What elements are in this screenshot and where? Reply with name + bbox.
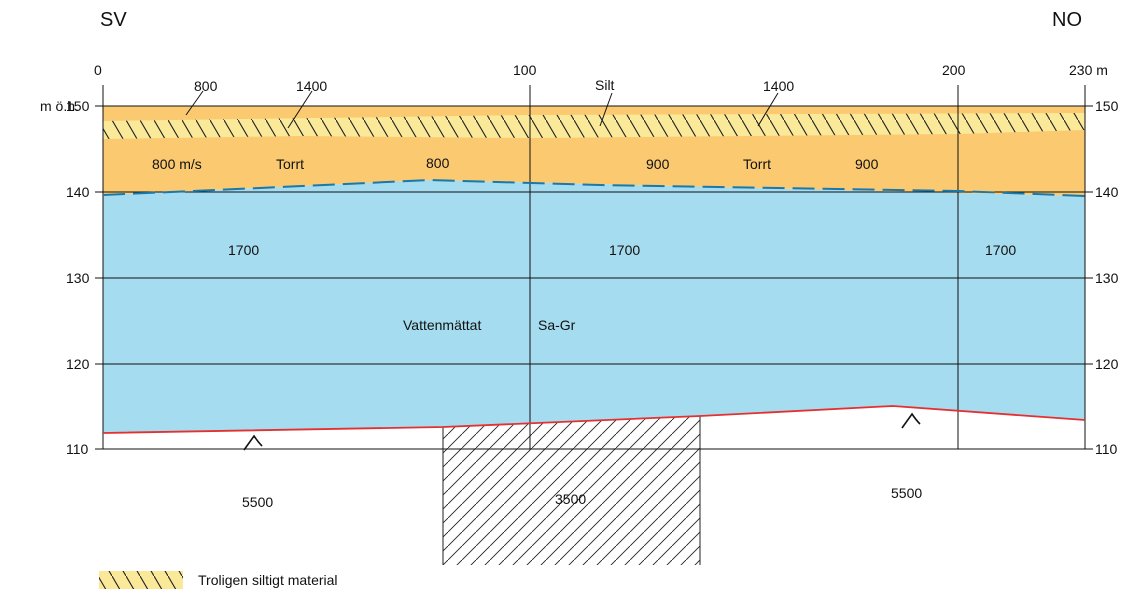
distance-tick-0: 0 bbox=[94, 62, 102, 78]
label-dry-900-left: 900 bbox=[646, 156, 670, 172]
elevation-right-150: 150 bbox=[1095, 98, 1119, 114]
direction-no: NO bbox=[1052, 9, 1082, 31]
low-velocity-rock-zone bbox=[443, 416, 700, 565]
bedrock-surface-line bbox=[102, 405, 1086, 434]
distance-tick-230: 230 m bbox=[1069, 62, 1108, 78]
elevation-left-110: 110 bbox=[66, 441, 89, 457]
silty-band-hatch bbox=[103, 113, 1085, 139]
label-dry-800: 800 bbox=[426, 155, 450, 171]
label-dry-900-right: 900 bbox=[855, 156, 879, 172]
elevation-left-120: 120 bbox=[66, 356, 90, 372]
elevation-gridlines bbox=[95, 105, 1093, 450]
label-silt: Silt bbox=[595, 77, 615, 93]
legend-label: Troligen siltigt material bbox=[198, 572, 338, 588]
rock-symbol-right bbox=[901, 412, 921, 429]
leader-lines bbox=[185, 90, 779, 129]
elevation-left-140: 140 bbox=[66, 184, 90, 200]
elevation-left-130: 130 bbox=[66, 270, 90, 286]
distance-tick-200: 200 bbox=[942, 62, 966, 78]
rock-symbol-left bbox=[243, 434, 263, 451]
label-sa-gr: Sa-Gr bbox=[538, 317, 576, 333]
label-top-1400-right: 1400 bbox=[763, 78, 794, 94]
elevation-right-120: 120 bbox=[1095, 356, 1119, 372]
legend-swatch-hatch bbox=[99, 571, 183, 589]
label-rock-5500-right: 5500 bbox=[891, 485, 922, 501]
elevation-right-110: 110 bbox=[1095, 441, 1118, 457]
label-sat-1700-mid: 1700 bbox=[609, 242, 640, 258]
saturated-layer bbox=[103, 180, 1085, 433]
elevation-unit-label: m ö.h. bbox=[40, 98, 79, 114]
label-dry-torrt-left: Torrt bbox=[276, 156, 304, 172]
elevation-left-150: 150 bbox=[66, 98, 90, 114]
label-dry-torrt-right: Torrt bbox=[743, 156, 771, 172]
elevation-right-140: 140 bbox=[1095, 184, 1119, 200]
water-table-line bbox=[102, 178, 1086, 197]
label-sat-1700-left: 1700 bbox=[228, 242, 259, 258]
leader-1400-right bbox=[757, 92, 779, 127]
leader-1400-left bbox=[287, 90, 313, 129]
label-rock-5500-left: 5500 bbox=[242, 494, 273, 510]
label-top-800: 800 bbox=[194, 78, 218, 94]
direction-sv: SV bbox=[100, 9, 127, 31]
label-sat-1700-right: 1700 bbox=[985, 242, 1016, 258]
label-rock-3500: 3500 bbox=[555, 491, 586, 507]
leader-800 bbox=[185, 90, 204, 116]
leader-silt bbox=[599, 92, 613, 127]
label-top-1400-left: 1400 bbox=[296, 78, 327, 94]
label-dry-800-ms: 800 m/s bbox=[152, 156, 202, 172]
distance-gridlines bbox=[102, 85, 1086, 449]
elevation-right-130: 130 bbox=[1095, 270, 1119, 286]
label-vattenmattat: Vattenmättat bbox=[403, 317, 481, 333]
distance-tick-100: 100 bbox=[513, 62, 537, 78]
